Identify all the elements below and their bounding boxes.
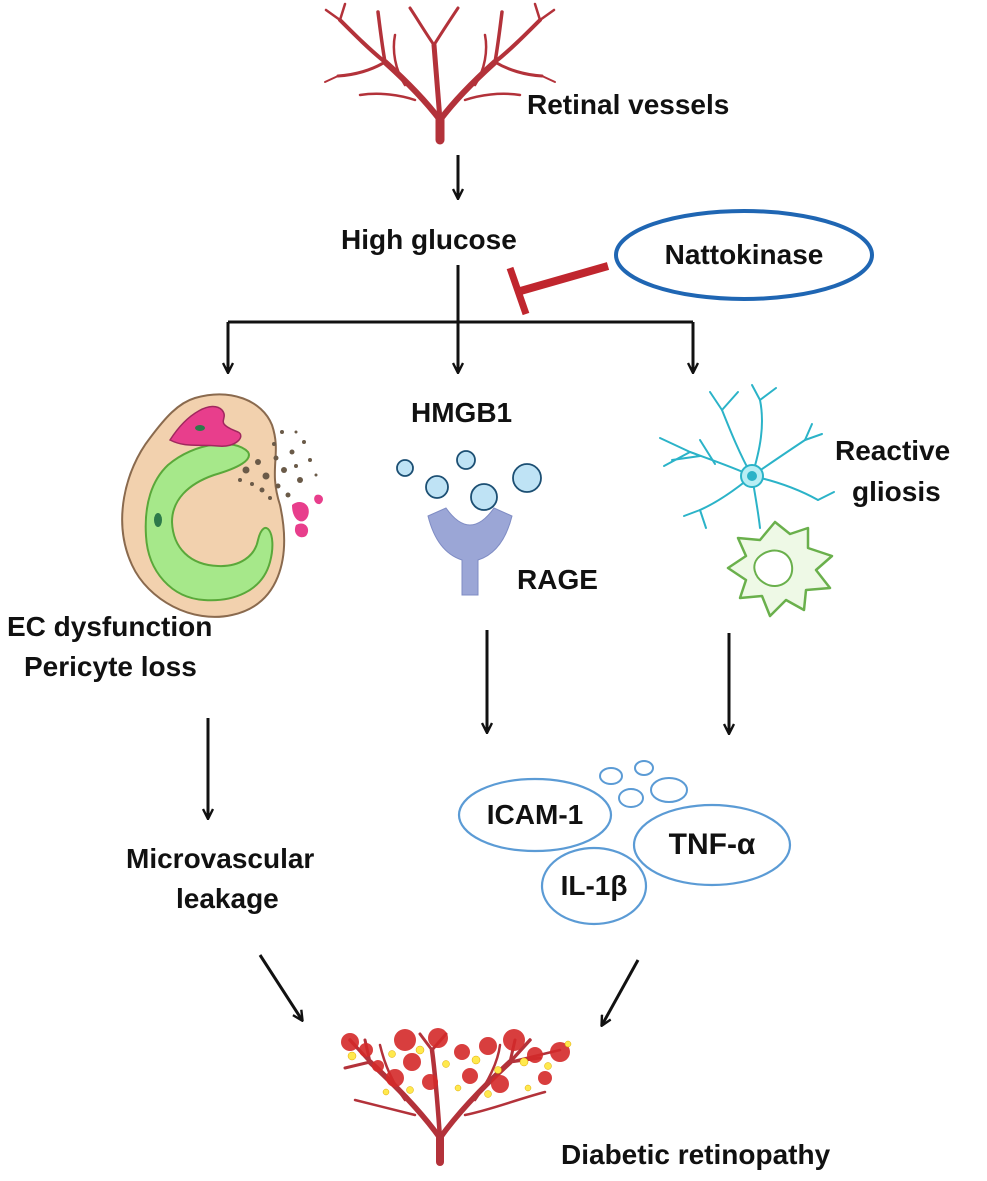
hmgb1-label: HMGB1: [411, 397, 513, 428]
nattokinase-oval: [614, 209, 874, 301]
rage-label: RAGE: [517, 564, 598, 595]
icam1-ellipse: [457, 777, 613, 853]
cytokine-bubbles: [599, 760, 688, 808]
astrocyte-icon: [659, 384, 835, 529]
flow-arrows: [208, 155, 729, 1025]
tnfa-label: TNF-α: [668, 828, 756, 861]
gliosis-label: gliosis: [852, 476, 941, 507]
il1b-label: IL-1β: [560, 870, 628, 901]
diabetic-retinopathy-label: Diabetic retinopathy: [561, 1139, 831, 1170]
inhibition-symbol: [506, 262, 610, 316]
reactive-label: Reactive: [835, 435, 951, 466]
tnfa-ellipse: [632, 803, 792, 887]
il1b-ellipse: [540, 846, 648, 926]
rage-receptor-icon: [427, 507, 513, 596]
retinal-vessels-icon: [324, 2, 556, 145]
microvascular-label: Microvascular: [126, 843, 315, 874]
ec-dysfunction-label: EC dysfunction: [7, 611, 213, 642]
nattokinase-label: Nattokinase: [664, 239, 824, 270]
astrocyte-nucleus: [747, 471, 757, 481]
endothelial-cell-icon: [121, 393, 323, 618]
diabetic-retinopathy-icon: [341, 1028, 572, 1166]
arrow-leakage-to-retinopathy: [258, 954, 302, 1020]
hmgb1-ligand-circles: [396, 450, 542, 511]
retinal-vessels-label: Retinal vessels: [527, 89, 730, 120]
pericyte-loss-label: Pericyte loss: [24, 651, 197, 682]
icam1-label: ICAM-1: [486, 799, 584, 830]
high-glucose-label: High glucose: [341, 224, 517, 255]
arrow-cytokines-to-retinopathy: [602, 959, 640, 1025]
microglia-nucleus: [753, 549, 794, 587]
leakage-label: leakage: [176, 883, 279, 914]
